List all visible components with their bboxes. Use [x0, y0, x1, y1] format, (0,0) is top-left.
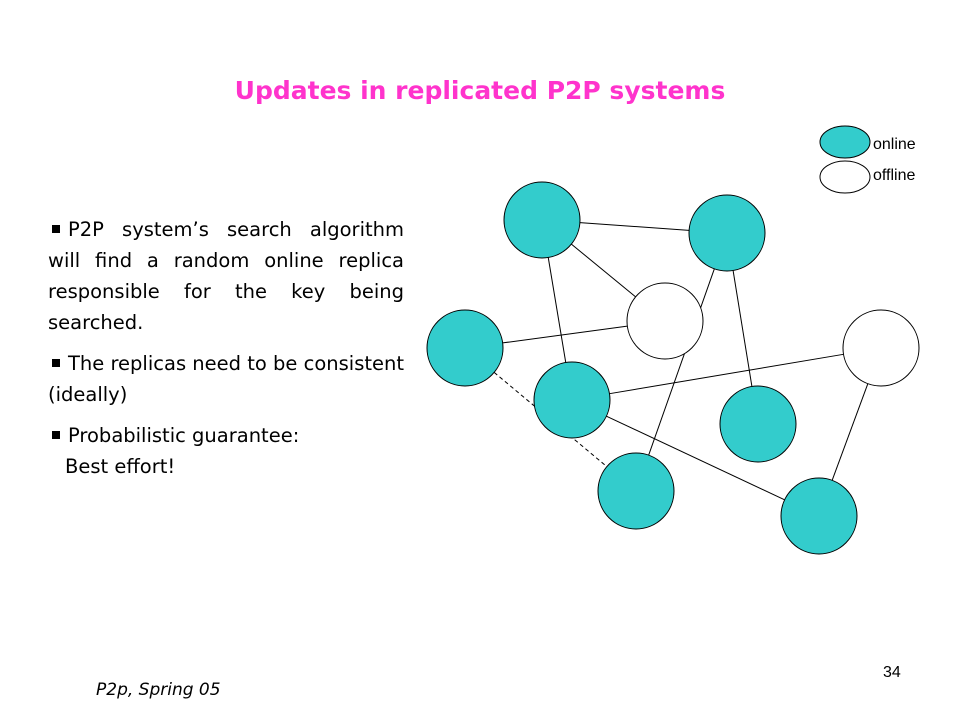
network-edge-n2-n8 [648, 268, 715, 456]
network-node-online [688, 194, 766, 272]
network-node-online [719, 385, 797, 463]
legend-offline-swatch [819, 160, 871, 194]
network-node-online [533, 361, 611, 439]
legend-online-label: online [873, 136, 916, 153]
bullet-continuation: Best effort! [65, 455, 176, 478]
network-edge-n6-n5 [609, 353, 844, 395]
network-edge-n1-n6 [547, 257, 567, 363]
network-node-online [503, 181, 581, 259]
square-bullet-icon [52, 225, 60, 233]
square-bullet-icon [52, 431, 60, 439]
bullet-list: P2P system’s search algorithm will find … [48, 214, 404, 492]
legend-offline-label: offline [873, 167, 916, 184]
network-edge-n1-n2 [579, 222, 690, 231]
bullet-item: The replicas need to be consistent (idea… [48, 348, 404, 410]
network-node-online [597, 452, 675, 530]
legend-swatches [819, 125, 871, 194]
network-nodes [426, 181, 920, 555]
network-node-offline [842, 309, 920, 387]
footer-text: P2p, Spring 05 [96, 680, 221, 700]
network-edges [493, 222, 869, 501]
network-node-offline [626, 282, 704, 360]
network-edge-n4-n3 [502, 325, 628, 344]
bullet-text: The replicas need to be consistent (idea… [48, 352, 404, 406]
bullet-text: Probabilistic guarantee: [68, 424, 300, 447]
legend-online-swatch [819, 125, 871, 159]
network-edge-n1-n3 [571, 243, 636, 298]
page-number: 34 [883, 664, 901, 681]
slide-title: Updates in replicated P2P systems [234, 76, 726, 105]
bullet-item: P2P system’s search algorithm will find … [48, 214, 404, 338]
bullet-text: P2P system’s search algorithm will find … [48, 218, 404, 334]
bullet-item: Probabilistic guarantee: Best effort! [48, 420, 404, 482]
square-bullet-icon [52, 359, 60, 367]
network-node-online [426, 309, 504, 387]
network-edge-n2-n7 [732, 270, 753, 387]
network-edge-n5-n9 [831, 383, 869, 481]
network-node-online [780, 477, 858, 555]
network-edge-n6-n9 [606, 415, 785, 501]
